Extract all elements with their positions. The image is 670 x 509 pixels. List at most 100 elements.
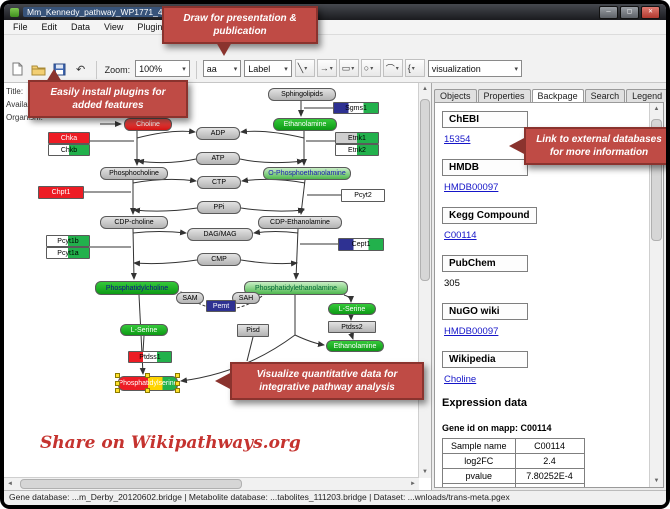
callout-arrow-left-icon	[215, 372, 232, 390]
database-link[interactable]: Choline	[444, 374, 477, 385]
node-phosphatidylethanolamine[interactable]: Phosphatidylethanolamine	[244, 281, 348, 295]
node-etnk1[interactable]: Etnk1	[335, 132, 379, 144]
selection-handle[interactable]	[145, 373, 150, 378]
selection-handle[interactable]	[175, 380, 180, 386]
node-chkb[interactable]: Chkb	[48, 144, 90, 156]
node-o-phosphoethanolamine[interactable]: O-Phosphoethanolamine	[263, 167, 351, 180]
node-chka[interactable]: Chka	[48, 132, 90, 144]
scroll-left-icon[interactable]: ◄	[7, 481, 13, 487]
scroll-down-icon[interactable]: ▼	[653, 478, 660, 484]
maximize-button[interactable]: ▢	[620, 5, 639, 19]
node-phosphocholine[interactable]: Phosphocholine	[100, 167, 168, 180]
rectangle-tool-button[interactable]: ▭▾	[338, 59, 359, 77]
tab-legend[interactable]: Legend	[626, 89, 666, 102]
selection-handle[interactable]	[115, 388, 120, 393]
open-file-button[interactable]	[29, 59, 47, 79]
menu-edit[interactable]: Edit	[41, 21, 58, 32]
scroll-up-icon[interactable]: ▲	[653, 106, 660, 112]
node-pcyt1b[interactable]: Pcyt1b	[46, 235, 90, 247]
sidebar-scrollbar[interactable]: ▲ ▼	[649, 103, 663, 487]
node-pemt[interactable]: Pemt	[206, 300, 236, 312]
database-header: NuGO wiki	[442, 303, 528, 320]
node-cept1[interactable]: Cept1	[338, 238, 384, 251]
selection-handle[interactable]	[115, 373, 120, 378]
menu-file[interactable]: File	[13, 21, 28, 32]
node-ppi[interactable]: PPi	[197, 201, 241, 214]
zoom-combobox[interactable]: 100% ▾	[135, 60, 190, 77]
brace-tool-button[interactable]: {▾	[404, 59, 425, 77]
arrow-tool-button[interactable]: →▾	[316, 59, 337, 77]
menu-plugins[interactable]: Plugins	[137, 21, 167, 32]
scroll-down-icon[interactable]: ▼	[422, 469, 428, 475]
node-cmp[interactable]: CMP	[197, 253, 241, 266]
node-cdp-choline[interactable]: CDP-choline	[100, 216, 168, 229]
arc-tool-button[interactable]: ⌒▾	[382, 59, 403, 77]
vscroll-thumb[interactable]	[420, 99, 430, 281]
sidebar-scroll-thumb[interactable]	[651, 119, 662, 241]
chevron-down-icon: ▾	[329, 65, 333, 72]
menu-view[interactable]: View	[104, 21, 124, 32]
database-link[interactable]: 15354	[444, 134, 471, 145]
node-phosphatidylcholine[interactable]: Phosphatidylcholine	[95, 281, 179, 295]
application-window: Mm_Kennedy_pathway_WP1771_45176.gpml ─ ▢…	[4, 4, 666, 505]
node-l-serine[interactable]: L-Serine	[120, 324, 168, 336]
node-sah[interactable]: SAH	[232, 292, 260, 304]
database-link[interactable]: HMDB00097	[444, 182, 499, 193]
minimize-button[interactable]: ─	[599, 5, 618, 19]
database-link[interactable]: C00114	[444, 230, 477, 241]
toolbar-separator	[95, 61, 97, 79]
node-ctp[interactable]: CTP	[197, 176, 241, 189]
node-ethanolamine[interactable]: Ethanolamine	[326, 340, 384, 352]
chevron-down-icon: ▾	[182, 65, 186, 73]
node-ptdss1[interactable]: Ptdss1	[128, 351, 172, 363]
tab-objects[interactable]: Objects	[434, 89, 477, 102]
node-adp[interactable]: ADP	[196, 127, 240, 140]
node-pcyt1a[interactable]: Pcyt1a	[46, 247, 90, 259]
node-chpt1[interactable]: Chpt1	[38, 186, 84, 199]
canvas-vscrollbar[interactable]: ▲ ▼	[418, 83, 431, 478]
tab-backpage[interactable]: Backpage	[531, 89, 584, 103]
label-type-combobox[interactable]: Label ▾	[244, 60, 292, 77]
scroll-up-icon[interactable]: ▲	[422, 86, 428, 92]
menu-data[interactable]: Data	[71, 21, 91, 32]
hscroll-thumb[interactable]	[20, 479, 242, 489]
database-link[interactable]: HMDB00097	[444, 326, 499, 337]
tab-properties[interactable]: Properties	[477, 89, 531, 102]
new-file-button[interactable]	[8, 59, 26, 79]
selection-handle[interactable]	[175, 373, 180, 378]
line-tool-button[interactable]: ╲▾	[294, 59, 315, 77]
node-atp[interactable]: ATP	[196, 152, 240, 165]
node-pcyt2[interactable]: Pcyt2	[341, 189, 385, 202]
node-l-serine[interactable]: L-Serine	[328, 303, 376, 315]
node-sam[interactable]: SAM	[176, 292, 204, 304]
pathway-canvas[interactable]: Title: Availability: Organism:	[4, 83, 432, 490]
node-dag-mag[interactable]: DAG/MAG	[187, 228, 253, 241]
node-ethanolamine[interactable]: Ethanolamine	[273, 118, 337, 131]
expression-data-heading: Expression data	[442, 397, 527, 409]
node-pisd[interactable]: Pisd	[237, 324, 269, 337]
selection-handle[interactable]	[115, 380, 120, 386]
share-note: Share on Wikipathways.org	[40, 433, 301, 453]
canvas-hscrollbar[interactable]: ◄ ►	[4, 477, 419, 490]
visualization-combobox[interactable]: visualization ▾	[427, 60, 522, 77]
node-choline[interactable]: Choline	[124, 118, 172, 131]
app-icon	[10, 7, 19, 17]
node-sphingolipids[interactable]: Sphingolipids	[268, 88, 336, 101]
close-button[interactable]: ✕	[641, 5, 660, 19]
selection-handle[interactable]	[175, 388, 180, 393]
title-bar[interactable]: Mm_Kennedy_pathway_WP1771_45176.gpml ─ ▢…	[4, 4, 666, 20]
node-ptdss2[interactable]: Ptdss2	[328, 321, 376, 333]
undo-button[interactable]: ↶	[72, 59, 90, 79]
node-sgms1[interactable]: Sgms1	[333, 102, 379, 114]
scroll-right-icon[interactable]: ►	[410, 481, 416, 487]
selection-handle[interactable]	[145, 388, 150, 393]
node-cdp-ethanolamine[interactable]: CDP-Ethanolamine	[258, 216, 342, 229]
rectangle-icon: ▭	[341, 62, 351, 73]
tab-search[interactable]: Search	[584, 89, 626, 102]
node-etnk2[interactable]: Etnk2	[335, 144, 379, 156]
font-format-combobox[interactable]: aa ▾	[202, 60, 242, 77]
oval-tool-button[interactable]: ○▾	[360, 59, 381, 77]
